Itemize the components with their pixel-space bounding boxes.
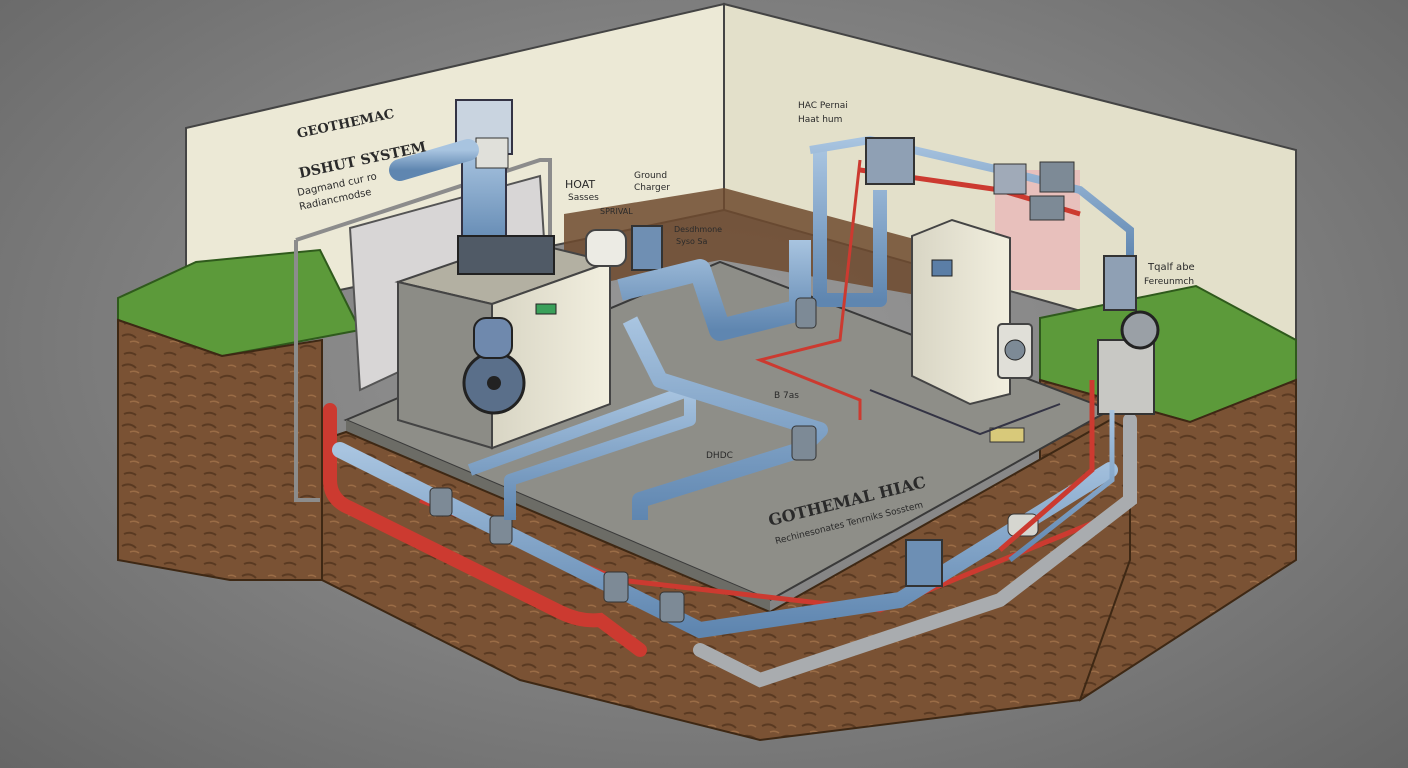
hvac-roof-box — [457, 235, 555, 275]
sasses-label: Sasses — [568, 193, 599, 203]
right-label-1: Tqalf abe — [1147, 262, 1195, 273]
right-machine — [1097, 339, 1155, 415]
floor-pipe-back — [813, 150, 887, 307]
underground-blue-pipe — [332, 442, 1118, 639]
syso-sa-label: Syso Sa — [676, 237, 707, 246]
floor-pipe-main — [617, 240, 811, 341]
valve-flange-1 — [429, 487, 453, 517]
sprival-label: SPRIVAL — [600, 207, 633, 216]
cabinet-side — [911, 218, 1011, 406]
floor-sensor — [989, 427, 1025, 443]
right-red-riser — [998, 380, 1095, 552]
right-meter — [1103, 255, 1137, 311]
right-blue-riser — [1008, 410, 1115, 562]
sensor-wire — [869, 389, 1061, 436]
floor-flange-2 — [795, 297, 817, 329]
hvac-display — [473, 317, 513, 359]
charger-label: Charger — [634, 183, 670, 193]
ground-label: Ground — [634, 171, 667, 181]
hac-panel-label-2: Haat hum — [798, 115, 842, 125]
back-trench-soil — [564, 188, 1000, 310]
left-gray-tube — [294, 240, 320, 502]
thermostat-dial — [1004, 339, 1026, 361]
cabinet-display — [931, 259, 953, 277]
right-label-2: Fereunmch — [1144, 277, 1194, 287]
floor-slab-edge — [346, 420, 770, 612]
pump-control-box — [475, 137, 509, 169]
left-soil — [117, 318, 323, 581]
valve-flange-2 — [489, 515, 513, 545]
trench-pump-box — [905, 539, 943, 587]
desdhmone-label: Desdhmone — [674, 225, 722, 234]
underground-red-pipe — [323, 403, 647, 657]
underground-gray-pipe — [693, 413, 1137, 688]
top-controller — [993, 163, 1027, 195]
right-machine-wheel — [1120, 310, 1160, 350]
pump-inlet-pipe — [389, 139, 479, 181]
top-controller-3 — [1029, 195, 1065, 221]
floor-flange-1 — [791, 425, 817, 461]
floor-red-line — [755, 159, 862, 420]
top-controller-2 — [1039, 161, 1075, 193]
b7as-label: B 7as — [774, 391, 799, 401]
top-gray-tube — [295, 158, 552, 250]
trench-meter — [1007, 513, 1039, 537]
hoat-label: HOAT — [565, 178, 595, 191]
valve-flange-4 — [659, 591, 685, 623]
hac-panel-label-1: HAC Pernai — [798, 101, 848, 111]
charger-panel — [631, 225, 663, 271]
hvac-indicator — [535, 303, 557, 315]
dhdc-label: DHDC — [706, 451, 733, 461]
valve-flange-3 — [603, 571, 629, 603]
floor-pipe-diagonal — [467, 384, 696, 520]
top-junction-box — [865, 137, 915, 185]
hvac-fan-hub — [487, 376, 501, 390]
expansion-tank — [585, 229, 627, 267]
